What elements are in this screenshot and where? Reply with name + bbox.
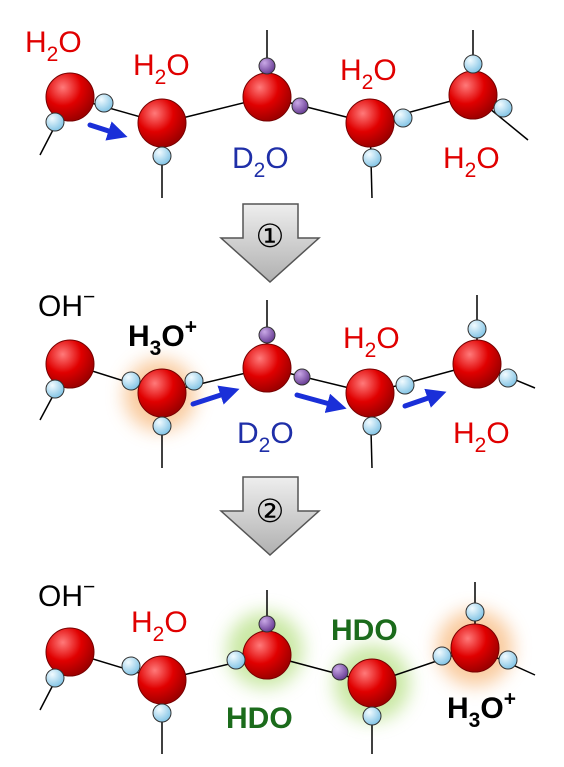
proton-transfer-arrow [294, 392, 347, 413]
hydrogen-atom [463, 54, 483, 74]
water-label: H2O [343, 322, 400, 362]
oxygen-atom [448, 70, 498, 120]
formula-labels: H2O H2O H2O D2O H2O OH− H3O+ H2O D2O H2O… [25, 26, 516, 735]
hydrogen-atom [45, 379, 65, 399]
deuterium-atom [291, 97, 309, 115]
step-arrows: ① ② [219, 203, 321, 557]
proton-transfer-arrow [190, 385, 240, 407]
oxygen-atom [45, 339, 95, 389]
d2o-label: D2O [232, 142, 289, 182]
hydrogen-atom [226, 650, 246, 670]
hydronium-label: H3O+ [447, 687, 516, 732]
water-label: H2O [25, 26, 82, 66]
hydroxide-label: OH− [38, 285, 95, 323]
oxygen-atom [45, 72, 95, 122]
atoms-layer [45, 54, 518, 726]
hydrogen-atom [395, 375, 415, 395]
hydrogen-atom [362, 148, 382, 168]
hydrogen-atom [467, 319, 487, 339]
oxygen-atom [450, 623, 500, 673]
step-number-2: ② [256, 493, 285, 529]
hydrogen-atom [152, 703, 172, 723]
oxygen-atom [242, 630, 292, 680]
proton-transfer-arrow [87, 121, 128, 141]
oxygen-atom [137, 368, 187, 418]
oxygen-atom [137, 655, 187, 705]
step-number-1: ① [256, 218, 285, 254]
hdo-label: HDO [331, 614, 398, 647]
oxygen-atom [345, 368, 395, 418]
hydrogen-atom [465, 602, 485, 622]
water-label: H2O [340, 54, 397, 94]
hydrogen-atom [152, 416, 172, 436]
hydrogen-atom [45, 668, 65, 688]
oxygen-atom [345, 98, 395, 148]
hydrogen-atom [152, 146, 172, 166]
deuterium-atom [258, 326, 276, 344]
water-label: H2O [453, 417, 510, 457]
hydrogen-atom [393, 108, 413, 128]
deuterium-atom [258, 57, 276, 75]
proton-transfer-arrows [87, 121, 447, 413]
step-arrow-2: ② [219, 476, 321, 557]
hydroxide-label: OH− [38, 575, 95, 613]
water-label: H2O [443, 142, 500, 182]
oxygen-atom [242, 343, 292, 393]
oxygen-atom [45, 627, 95, 677]
hydrogen-atom [121, 656, 141, 676]
water-label: H2O [133, 49, 190, 89]
water-label: H2O [131, 606, 188, 646]
hydrogen-atom [184, 371, 204, 391]
d2o-label: D2O [237, 417, 294, 457]
hydrogen-atom [493, 98, 513, 118]
deuterium-atom [258, 615, 276, 633]
hydrogen-atom [432, 646, 452, 666]
oxygen-atom [137, 98, 187, 148]
hydronium-label: H3O+ [128, 315, 197, 360]
oxygen-atom [242, 72, 292, 122]
deuterium-atom [331, 663, 349, 681]
step-arrow-1: ① [219, 203, 321, 284]
hydrogen-atom [362, 416, 382, 436]
oxygen-atom [347, 658, 397, 708]
hydrogen-atom [362, 706, 382, 726]
hydrogen-atom [498, 368, 518, 388]
hdo-label: HDO [226, 702, 293, 735]
hydrogen-atom [94, 93, 114, 113]
proton-transfer-arrow [402, 388, 447, 409]
hydrogen-atom [498, 650, 518, 670]
hydrogen-atom [121, 371, 141, 391]
oxygen-atom [452, 339, 502, 389]
deuterium-atom [293, 368, 311, 386]
hydrogen-atom [45, 112, 65, 132]
